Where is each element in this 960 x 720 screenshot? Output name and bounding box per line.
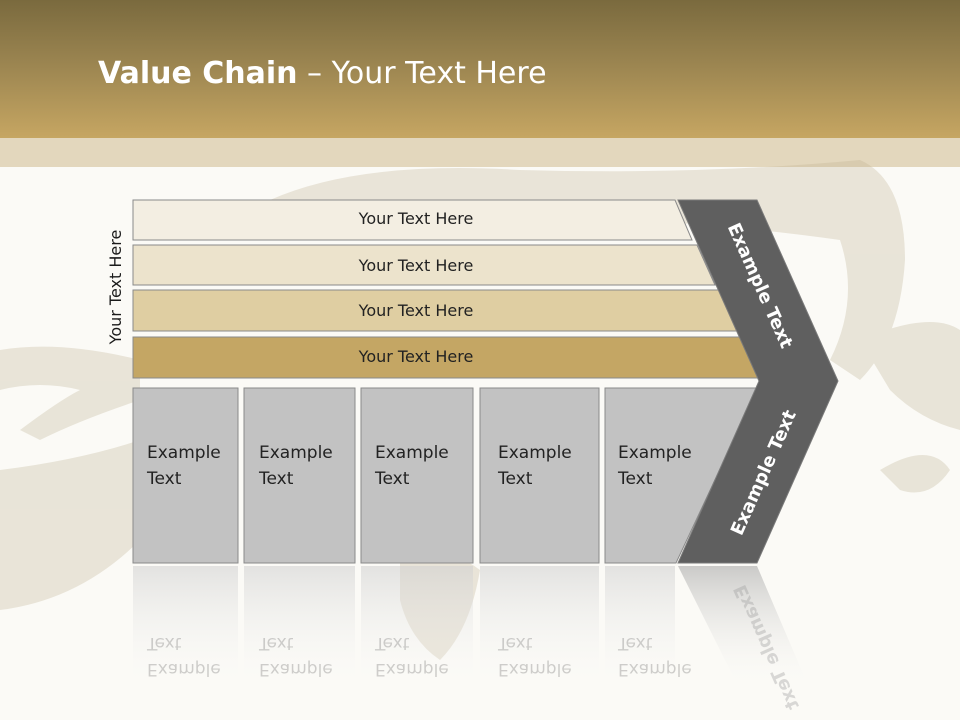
value-bar-1 [132,199,693,241]
value-column-3-label: Example Text [375,440,475,492]
value-column-1-label: Example Text [147,440,247,492]
title-bold: Value Chain [98,56,298,91]
column-label-line2: Text [498,469,533,489]
value-column-5-label: Example Text [618,440,718,492]
value-column-1 [132,387,239,564]
value-column-2 [243,387,356,564]
page-title: Value Chain – Your Text Here [98,54,547,94]
column-label-line2: Text [375,469,410,489]
column-label-line1: Example [375,443,449,463]
value-column-2-label: Example Text [259,440,359,492]
value-bar-2-label: Your Text Here [358,256,474,275]
value-column-3 [360,387,474,564]
column-label-line2: Text [259,469,294,489]
value-column-5 [604,387,759,564]
value-bar-2 [132,244,716,286]
column-label-line2: Text [147,469,182,489]
column-reflection [133,566,238,696]
title-rest: – Your Text Here [297,56,547,91]
column-label-line1: Example [618,443,692,463]
value-column-4-label: Example Text [498,440,598,492]
value-chain-chevron [677,199,839,564]
column-label-line2: Text [618,469,653,489]
header-banner [0,0,960,138]
column-label-line1: Example [147,443,221,463]
column-reflection [605,566,675,696]
column-reflection [361,566,473,696]
value-bar-1-label: Your Text Here [358,209,474,228]
header-band [0,138,960,167]
chevron-reflection [678,566,810,690]
column-label-line1: Example [498,443,572,463]
column-reflection [480,566,599,696]
value-bar-4-label: Your Text Here [358,347,474,366]
value-column-4 [479,387,600,564]
column-reflection [244,566,355,696]
value-bar-3-label: Your Text Here [358,301,474,320]
column-label-line1: Example [259,443,333,463]
